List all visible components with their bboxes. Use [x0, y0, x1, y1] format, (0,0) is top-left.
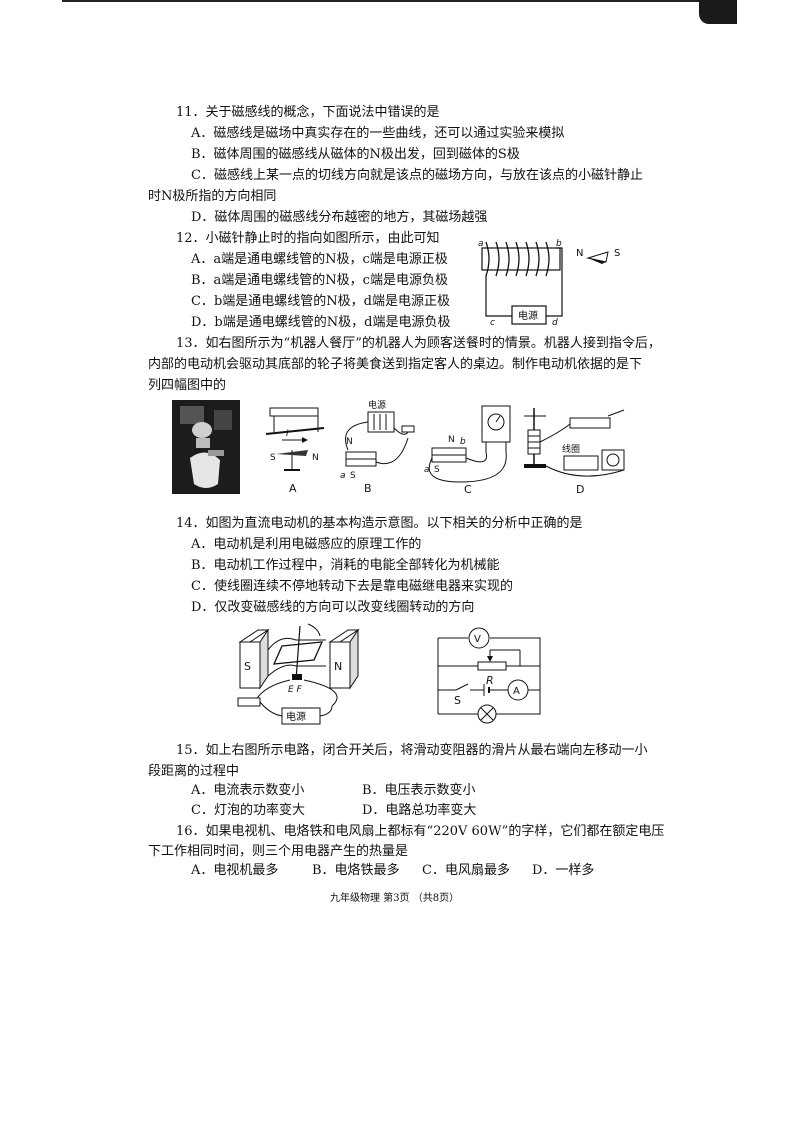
q13-robot-photo	[172, 400, 240, 494]
q14-magnet-n: N	[334, 660, 342, 673]
q15-option-b: B．电压表示数变小	[362, 783, 476, 798]
q11-option-a: A．磁感线是磁场中真实存在的一些曲线，还可以通过实验来模拟	[191, 126, 565, 141]
q12-source-label: 电源	[518, 309, 538, 322]
q12-option-a: A．a端是通电螺线管的N极，c端是电源正极	[191, 252, 448, 267]
q12-label-c: c	[490, 318, 495, 328]
page-top-border	[62, 0, 702, 2]
q13-label-d: D	[576, 483, 584, 496]
q12-option-d: D．b端是通电螺线管的N极，d端是电源负极	[191, 315, 451, 330]
q13b-s-label: S	[350, 471, 356, 481]
q12-label-b: b	[556, 239, 562, 249]
q14-option-b: B．电动机工作过程中，消耗的电能全部转化为机械能	[191, 558, 500, 573]
q15-switch-label: S	[454, 694, 461, 707]
q13a-n-label: N	[312, 453, 319, 463]
q13-line1: 13．如右图所示为“机器人餐厅”的机器人为顾客送餐时的情景。机器人接到指令后，	[176, 336, 661, 351]
q15-voltmeter-label: V	[474, 634, 481, 645]
q15-ammeter-label: A	[513, 686, 520, 697]
q12-needle-s: S	[614, 248, 620, 259]
q14-source-label: 电源	[286, 710, 306, 723]
q13-label-c: C	[464, 483, 472, 496]
q14-magnet-s: S	[244, 660, 251, 673]
q11-option-b: B．磁体周围的磁感线从磁体的N极出发，回到磁体的S极	[191, 147, 520, 162]
q15-rheostat-label: R	[486, 674, 494, 687]
q13-figure-c: N b a S C	[424, 405, 511, 496]
q13-label-a: A	[289, 482, 297, 495]
q16-option-d: D．一样多	[532, 863, 595, 878]
q13-line2: 内部的电动机会驱动其底部的轮子将美食送到指定客人的桌边。制作电动机依据的是下	[148, 357, 643, 372]
q14-stem: 14．如图为直流电动机的基本构造示意图。以下相关的分析中正确的是	[176, 516, 583, 531]
q13-figure-d: 线圈 D	[524, 408, 625, 496]
page-corner-tab	[699, 0, 737, 24]
q13b-source-label: 电源	[368, 399, 386, 411]
q13-label-b: B	[364, 482, 372, 495]
q15-line1: 15．如上右图所示电路，闭合开关后，将滑动变阻器的滑片从最右端向左移动一小	[176, 743, 648, 758]
q14-option-c: C．使线圈连续不停地转动下去是靠电磁继电器来实现的	[191, 579, 513, 594]
q13a-s-label: S	[270, 453, 276, 463]
q16-option-a: A．电视机最多	[191, 863, 279, 878]
q13-figure-a: I S N A	[265, 407, 325, 495]
q13b-a-label: a	[340, 471, 346, 481]
q14-option-d: D．仅改变磁感线的方向可以改变线圈转动的方向	[191, 600, 475, 615]
q14-ef-label: E F	[288, 685, 303, 695]
q12-option-c: C．b端是通电螺线管的N极，d端是电源正极	[191, 294, 450, 309]
q15-option-d: D．电路总功率变大	[362, 803, 477, 818]
q13c-b-label: b	[460, 437, 466, 447]
q11-option-d: D．磁体周围的磁感线分布越密的地方，其磁场越强	[191, 210, 488, 225]
q12-label-a: a	[478, 239, 484, 249]
q13-figure-b: 电源 N a S B	[340, 399, 415, 495]
q15-option-a: A．电流表示数变小	[191, 783, 305, 798]
q15-line2: 段距离的过程中	[148, 764, 240, 779]
q12-option-b: B．a端是通电螺线管的N极，c端是电源负极	[191, 273, 448, 288]
q12-solenoid-figure: 电源 a b c d N S	[478, 239, 620, 328]
q12-label-d: d	[552, 318, 558, 328]
q12-needle-n: N	[576, 248, 583, 259]
q11-stem: 11．关于磁感线的概念，下面说法中错误的是	[176, 105, 440, 120]
q16-line1: 16．如果电视机、电烙铁和电风扇上都标有“220V 60W”的字样，它们都在额定…	[176, 824, 665, 839]
q13d-coil-label: 线圈	[562, 443, 580, 455]
q12-stem: 12．小磁针静止时的指向如图所示，由此可知	[176, 231, 440, 246]
q16-option-b: B．电烙铁最多	[312, 863, 400, 878]
q15-option-c: C．灯泡的功率变大	[191, 803, 305, 818]
q13b-n-label: N	[346, 437, 353, 447]
q13c-a-label: a	[424, 465, 430, 475]
q15-circuit-figure: V R A S	[437, 627, 541, 724]
q16-line2: 下工作相同时间，则三个用电器产生的热量是	[148, 844, 409, 859]
q13c-n-label: N	[448, 435, 455, 445]
q14-motor-figure: S N E F 电源	[237, 623, 360, 725]
page-footer: 九年级物理 第3页 （共8页）	[330, 893, 460, 904]
q13a-current-label: I	[286, 429, 289, 439]
q11-option-c-cont: 时N极所指的方向相同	[148, 189, 277, 204]
q11-option-c: C．磁感线上某一点的切线方向就是该点的磁场方向，与放在该点的小磁针静止	[191, 168, 643, 183]
q14-option-a: A．电动机是利用电磁感应的原理工作的	[191, 537, 422, 552]
q13c-s-label: S	[434, 465, 440, 475]
q13-line3: 列四幅图中的	[148, 378, 227, 393]
q16-option-c: C．电风扇最多	[422, 863, 510, 878]
